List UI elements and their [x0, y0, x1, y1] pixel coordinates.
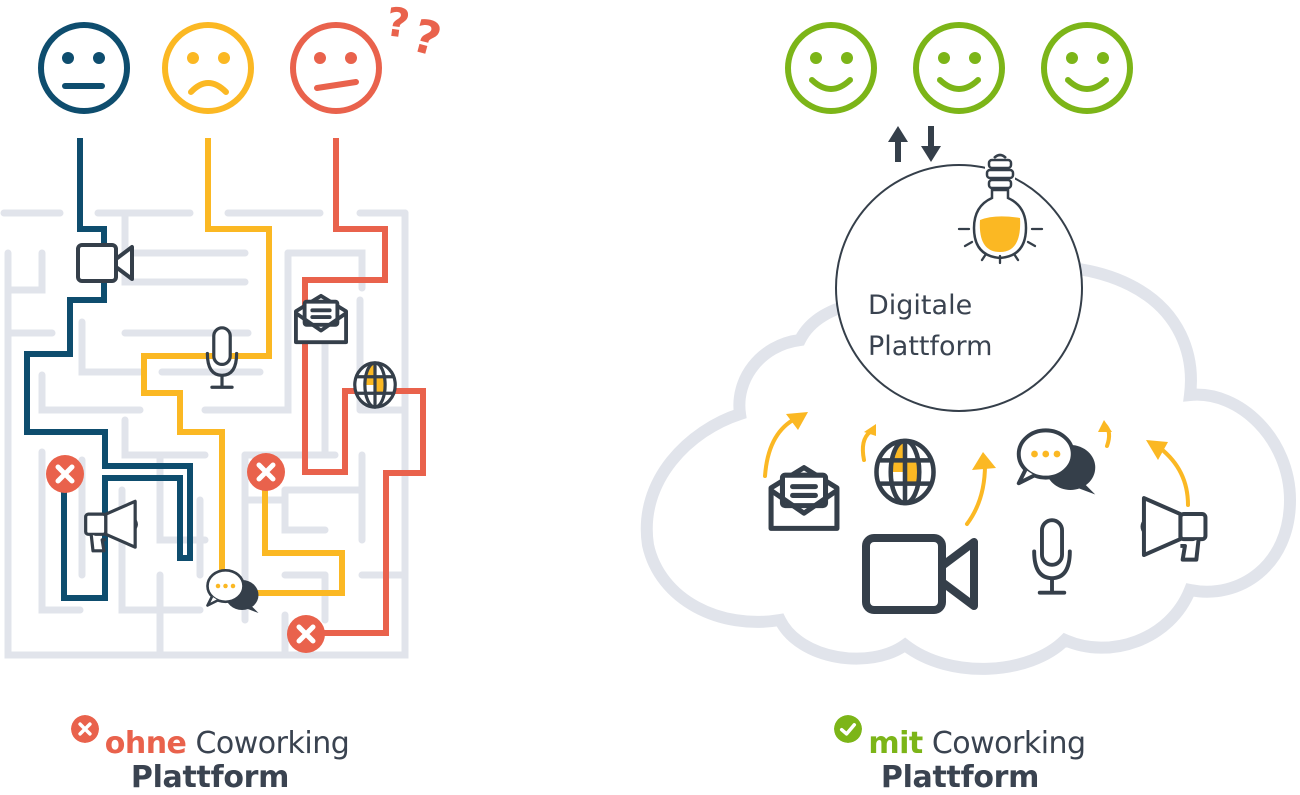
caption-line2: Plattform — [130, 760, 290, 795]
platform-label-line1: Digitale — [868, 290, 973, 321]
dead-end-x-icon — [46, 455, 84, 493]
neutral-face-icon — [38, 22, 130, 114]
dead-end-x-icon — [247, 453, 285, 491]
right-caption: mit Coworking Plattform — [810, 715, 1110, 795]
dead-end-x-icon — [287, 615, 325, 653]
platform-label-line2: Plattform — [868, 331, 993, 362]
svg-text:?: ? — [383, 0, 412, 48]
navy-route — [24, 138, 193, 601]
confused-face-icon — [290, 22, 382, 114]
envelope-icon — [293, 293, 349, 345]
happy-face-icon — [1041, 22, 1133, 114]
up-down-arrows-icon — [888, 126, 941, 162]
globe-icon — [353, 361, 397, 409]
caption-rest: Coworking — [931, 726, 1086, 761]
caption-line2: Plattform — [880, 760, 1040, 795]
svg-text:?: ? — [407, 8, 447, 67]
yellow-route-2 — [256, 472, 345, 596]
megaphone-icon — [84, 499, 140, 553]
check-circle-icon — [834, 715, 863, 743]
sad-face-icon — [162, 22, 254, 114]
caption-accent-word: mit — [868, 726, 923, 761]
platform-label: Digitale Plattform — [868, 285, 992, 367]
envelope-icon — [771, 468, 837, 529]
question-marks-icon: ? ? — [383, 0, 447, 67]
happy-face-icon — [913, 22, 1005, 114]
chat-bubbles-icon — [206, 568, 260, 615]
left-panel: ? ? — [0, 0, 447, 659]
yellow-route — [141, 138, 272, 597]
upload-arrows — [763, 418, 1190, 526]
caption-accent-word: ohne — [104, 726, 187, 761]
upload-arrowheads — [786, 412, 1168, 470]
right-panel — [640, 22, 1297, 675]
x-circle-icon — [70, 715, 99, 743]
globe-icon — [876, 441, 933, 503]
left-caption: ohne Coworking Plattform — [40, 715, 380, 795]
red-route — [302, 138, 426, 636]
caption-rest: Coworking — [195, 726, 350, 761]
light-bulb-icon — [957, 150, 1044, 265]
happy-face-icon — [785, 22, 877, 114]
